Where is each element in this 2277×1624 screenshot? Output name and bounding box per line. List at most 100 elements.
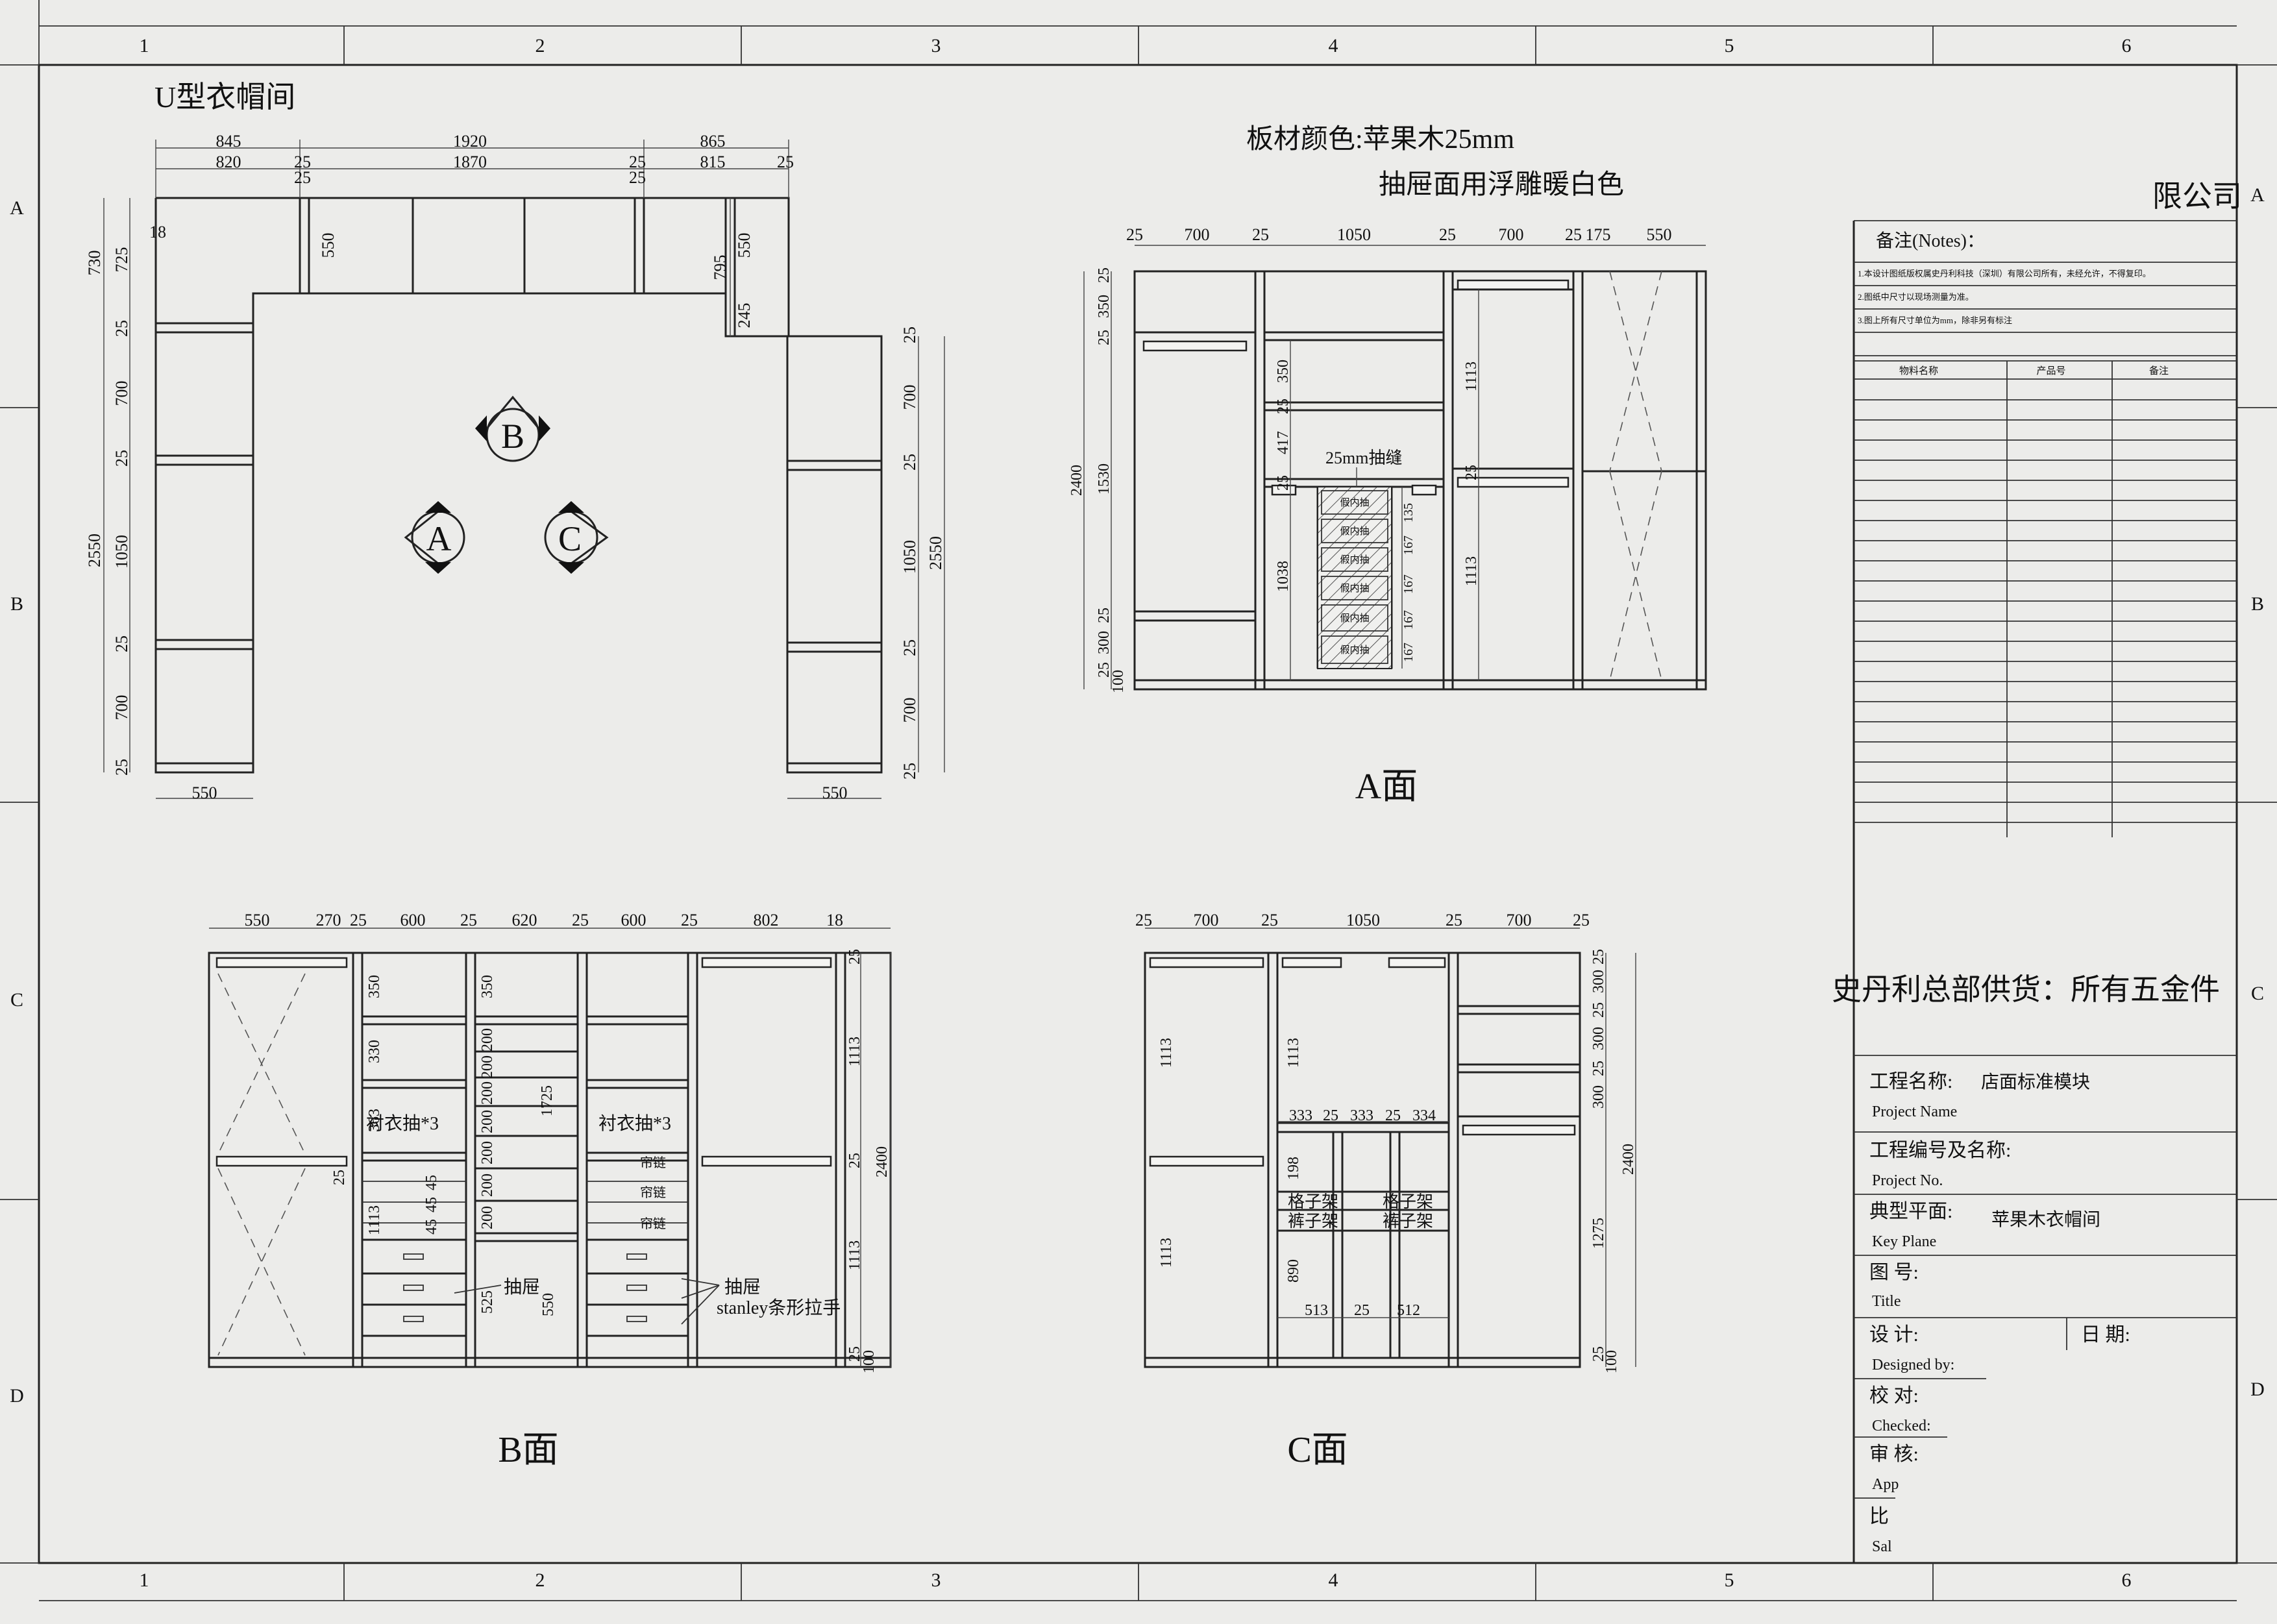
face-b-top-550: 550: [245, 911, 270, 929]
face-a-left-25b: 25: [1096, 330, 1113, 345]
face-b-cl-350: 350: [366, 975, 383, 998]
face-a-gap-note: 25mm抽缝: [1325, 449, 1402, 467]
face-a-inner-417: 417: [1275, 431, 1292, 454]
plan-top-dimensions: 845 1920 865 820 25 1870 25 815 25 25 25…: [149, 132, 794, 241]
face-b-cm-200e: 200: [479, 1141, 496, 1164]
plan-dim-865: 865: [700, 132, 726, 151]
row-label-a-r: A: [2250, 184, 2265, 206]
face-c-m-25a: 25: [1323, 1107, 1338, 1124]
face-c-m-25b: 25: [1385, 1107, 1401, 1124]
face-b-r-1113a: 1113: [846, 1037, 863, 1066]
plan-dim-18: 18: [149, 223, 166, 241]
plan-dim-550-bl: 550: [192, 783, 217, 802]
face-b-cm-1725: 1725: [539, 1085, 556, 1116]
face-c-m-334: 334: [1412, 1107, 1436, 1124]
face-b-top-dims: 550 270 25 600 25 620 25 600 25 802 18: [209, 911, 891, 929]
face-c-top-25a: 25: [1135, 911, 1152, 929]
face-c-m-890: 890: [1285, 1259, 1302, 1283]
face-c-rack-labels: 格子架 格子架 裤子架 裤子架: [1288, 1192, 1433, 1231]
face-b-cm-200g: 200: [479, 1206, 496, 1229]
face-b-cm-200b: 200: [479, 1055, 496, 1079]
face-b-cm-200f: 200: [479, 1174, 496, 1197]
plan-left-dimensions: 730 725 550 2550 25 700 25 1050 25 700 2…: [85, 198, 338, 776]
face-c-top-1050: 1050: [1346, 911, 1380, 929]
col-label-3b: 3: [931, 1569, 941, 1591]
face-c-r-1275: 1275: [1590, 1218, 1607, 1249]
face-a-right-25: 25: [1463, 465, 1480, 480]
notes-panel: 限公司 备注(Notes)： 1.本设计图纸版权属史丹利科技（深圳）有限公司所有…: [1852, 180, 2242, 1563]
face-a-top-25d: 25: [1565, 225, 1582, 244]
plan-dim-2550-r: 2550: [926, 536, 945, 570]
row-label-b-r: B: [2251, 593, 2264, 615]
face-a-top-25b: 25: [1252, 225, 1269, 244]
marker-b-letter: B: [501, 417, 524, 456]
face-b-r-100: 100: [861, 1350, 878, 1373]
face-a-left-1530: 1530: [1096, 463, 1113, 495]
face-b-r-1113b: 1113: [846, 1240, 863, 1270]
face-b-r-25a: 25: [846, 949, 863, 965]
face-c-elevation: 格子架 格子架 裤子架 裤子架 25 700 25 1050 25 700 25…: [1135, 911, 1637, 1470]
face-c-top-25b: 25: [1261, 911, 1278, 929]
face-a-drawer-dims: 135 167 167 167 167: [1401, 487, 1416, 669]
face-b-sl-45c: 45: [423, 1219, 440, 1235]
row-label-b: B: [10, 593, 23, 615]
row-label-a: A: [10, 197, 24, 219]
face-a-inner-dims: 350 25 417 25 1038: [1275, 340, 1292, 680]
face-c-top-700a: 700: [1194, 911, 1219, 929]
face-b-cl-330: 330: [366, 1040, 383, 1063]
face-b-sl-25: 25: [331, 1170, 348, 1185]
face-a-dd-167a: 167: [1401, 535, 1416, 555]
row-label-d-r: D: [2250, 1379, 2265, 1400]
notes-table-grid: [1854, 399, 2237, 823]
row-label-c-r: C: [2251, 983, 2264, 1004]
face-b-top-25b: 25: [460, 911, 477, 929]
note-2: 2.图纸中尺寸以现场测量为准。: [1858, 292, 1974, 302]
col-label-2: 2: [535, 35, 545, 56]
project-name-value: 店面标准模块: [1981, 1072, 2090, 1092]
face-c-m-512: 512: [1397, 1302, 1420, 1319]
plan-dim-r700a: 700: [900, 385, 919, 410]
face-a-left-25a: 25: [1096, 267, 1113, 283]
face-c-m-198: 198: [1285, 1157, 1302, 1180]
col-label-2b: 2: [535, 1569, 545, 1591]
project-no-label: 工程编号及名称:: [1869, 1140, 2011, 1161]
face-a-inner-1038: 1038: [1275, 561, 1292, 592]
face-c-r-300b: 300: [1590, 1027, 1607, 1050]
plan-dim-l25d: 25: [112, 759, 131, 776]
face-b-cm-200c: 200: [479, 1081, 496, 1105]
plan-dim-25a: 25: [294, 153, 311, 171]
plan-dim-r25b: 25: [900, 454, 919, 471]
plan-bottom-dimensions: 550 550: [156, 783, 881, 802]
face-a-top-dims: 25 700 25 1050 25 700 25 175 550: [1126, 225, 1706, 246]
face-c-grid-rack-right: 格子架: [1383, 1192, 1433, 1211]
face-b-label: B面: [498, 1430, 558, 1470]
plan-dim-25c: 25: [777, 153, 794, 171]
face-c-pants-rack-left: 裤子架: [1288, 1212, 1338, 1231]
face-c-l-1113a: 1113: [1158, 1038, 1175, 1068]
face-a-left-100: 100: [1110, 670, 1127, 693]
approve-en: App: [1872, 1476, 1899, 1493]
face-b-labels: 衬衣抽*3 衬衣抽*3 抽屉 抽屉 stanley条形拉手: [366, 1113, 841, 1318]
col-label-5b: 5: [1725, 1569, 1734, 1591]
view-marker-c: C: [544, 501, 609, 574]
scale-en: Sal: [1872, 1538, 1892, 1555]
plan-dim-l25b: 25: [112, 450, 131, 467]
face-c-grid-rack-left: 格子架: [1288, 1192, 1338, 1211]
face-a-drawer-1: 假内抽: [1340, 497, 1369, 508]
face-c-top-dims: 25 700 25 1050 25 700 25: [1135, 911, 1590, 929]
face-b-right-dims: 25 1113 25 2400 1113 25 100: [846, 949, 891, 1373]
key-plane-en: Key Plane: [1872, 1233, 1936, 1250]
face-c-r-25a: 25: [1590, 949, 1607, 965]
col-label-6: 6: [2122, 35, 2132, 56]
design-en: Designed by:: [1872, 1357, 1954, 1373]
face-a-drawer-3: 假内抽: [1340, 554, 1369, 565]
col-label-6b: 6: [2122, 1569, 2132, 1591]
key-plane-value: 苹果木衣帽间: [1991, 1209, 2100, 1230]
face-c-r-25d: 25: [1590, 1346, 1607, 1362]
plan-dim-l700a: 700: [112, 381, 131, 406]
plan-dim-25b: 25: [629, 153, 646, 171]
face-c-l-1113b: 1113: [1158, 1238, 1175, 1268]
notes-heading: 备注(Notes)：: [1876, 230, 1985, 251]
frame-labels: 1 2 3 4 5 6 1 2 3 4 5 6 A B C D A B C D: [10, 35, 2265, 1591]
face-b-small-drawer-2: 帘链: [640, 1185, 666, 1200]
